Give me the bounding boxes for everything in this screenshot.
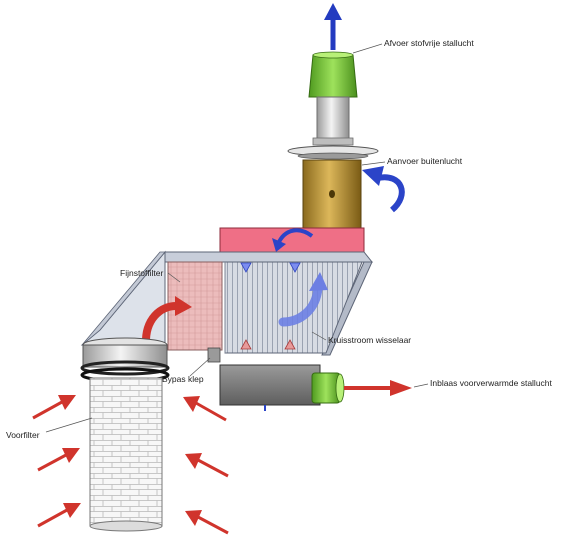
exchanger-leader xyxy=(311,331,327,341)
bottom-box xyxy=(219,364,321,411)
red-up-arrow-1 xyxy=(240,339,252,350)
inlet-leader xyxy=(413,383,429,388)
blue-down-arrow-1 xyxy=(240,262,252,273)
manifold-blue-arrow xyxy=(272,228,314,252)
incoming-arrow-right-1 xyxy=(183,396,227,422)
intake-pipe xyxy=(302,159,362,229)
flange-plate xyxy=(287,145,379,160)
prefilter xyxy=(89,377,163,532)
prefilter-leader xyxy=(45,417,93,433)
red-up-arrow-2 xyxy=(284,339,296,350)
exhaust-arrow xyxy=(324,3,342,50)
incoming-arrow-left-1 xyxy=(32,395,76,420)
fine-filter-label: Fijnstoffilter xyxy=(120,268,163,278)
intake-leader xyxy=(361,161,386,166)
exhaust-pipe xyxy=(312,96,354,146)
incoming-arrow-right-3 xyxy=(185,510,229,535)
intake-arrow xyxy=(362,166,405,213)
exhaust-label: Afvoer stofvrije stallucht xyxy=(384,38,474,48)
heat-exchanger xyxy=(224,261,363,354)
inlet-label: Inblaas voorverwarmde stallucht xyxy=(430,378,553,388)
inlet-connector xyxy=(311,372,345,404)
bypass-label: Bypas klep xyxy=(162,374,204,384)
bypass-valve xyxy=(207,347,221,363)
inlet-arrow xyxy=(344,380,412,396)
blue-down-arrow-2 xyxy=(289,262,301,273)
exhaust-cap xyxy=(308,51,358,98)
incoming-arrow-left-3 xyxy=(37,503,81,528)
exhaust-leader xyxy=(352,43,383,54)
filter-red-arrow xyxy=(142,296,192,348)
bypass-leader xyxy=(189,357,211,377)
incoming-arrow-right-2 xyxy=(185,453,229,478)
prefilter-collar xyxy=(80,337,170,383)
fine-filter-leader xyxy=(167,272,181,283)
exchanger-label: Kruisstroom wisselaar xyxy=(328,335,411,345)
intake-label: Aanvoer buitenlucht xyxy=(387,156,463,166)
incoming-arrow-left-2 xyxy=(37,448,80,472)
prefilter-label: Voorfilter xyxy=(6,430,40,440)
exchanger-blue-arrow xyxy=(278,272,328,327)
